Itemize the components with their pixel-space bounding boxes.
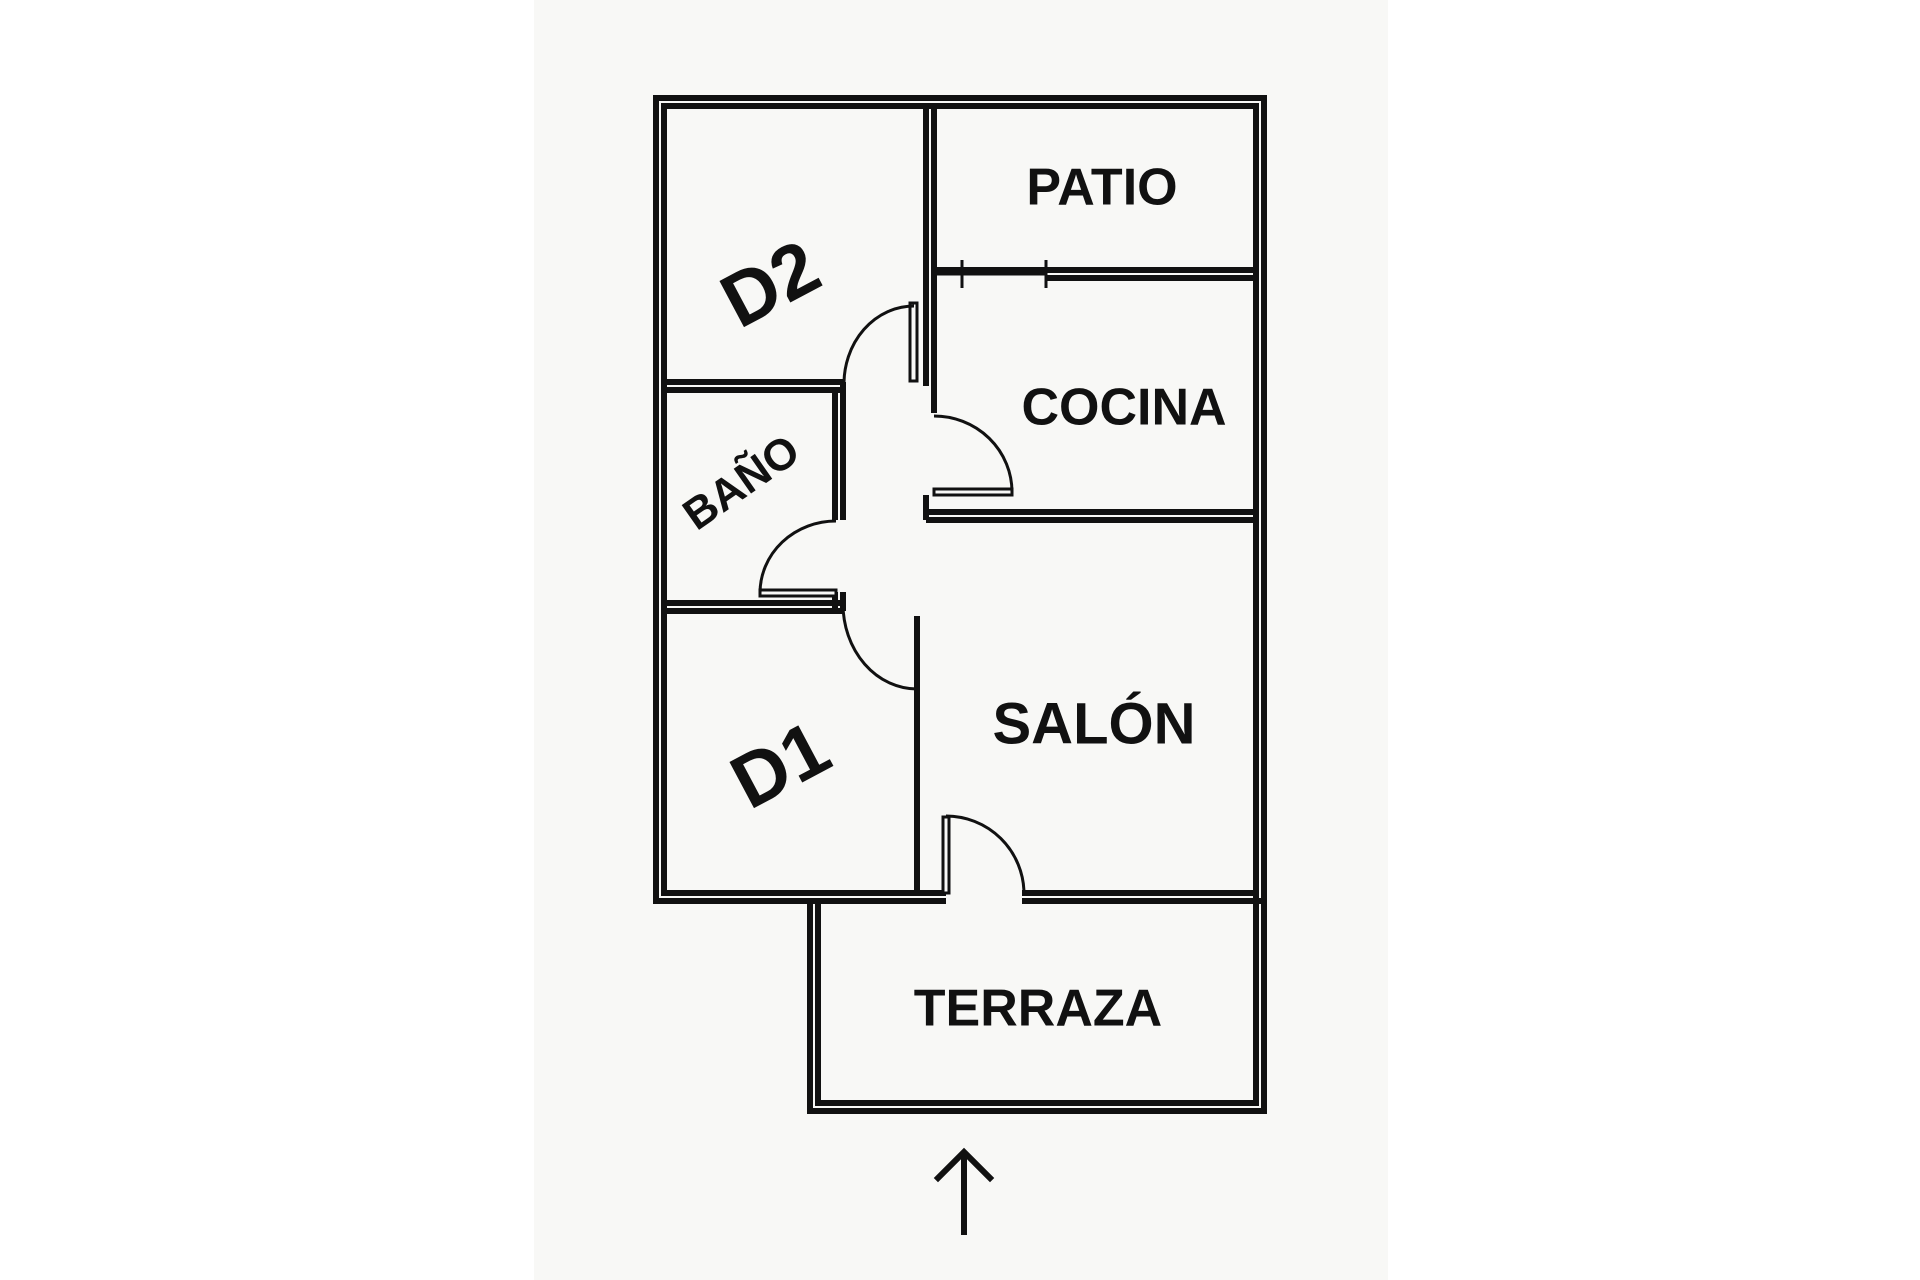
room-label-cocina: COCINA: [1021, 379, 1226, 437]
terrace-door-gap: [946, 888, 1022, 906]
room-label-terraza: TERRAZA: [914, 980, 1162, 1038]
sliding-door: [934, 260, 1048, 288]
door-d2-swing: [842, 304, 915, 387]
north-arrow-icon: [933, 1147, 995, 1235]
door-d1-swing: [841, 603, 918, 691]
terrace-walls: [807, 895, 1267, 1114]
interior-walls: [664, 106, 1256, 893]
door-d2: [842, 301, 919, 387]
door-d1: [841, 603, 918, 691]
door-d2-leaf: [908, 301, 919, 383]
doors: [758, 301, 1026, 895]
salon-terrace-wall: [656, 890, 1264, 904]
door-terraza-leaf: [941, 815, 951, 895]
door-bano: [758, 519, 838, 598]
north-arrow-head: [933, 1147, 995, 1183]
room-label-salon: SALÓN: [993, 691, 1196, 756]
door-terraza: [941, 814, 1026, 895]
door-terraza-swing: [945, 814, 1026, 894]
door-bano-swing: [758, 519, 837, 594]
door-bano-leaf: [758, 588, 838, 598]
room-label-patio: PATIO: [1026, 159, 1177, 217]
door-cocina-leaf: [932, 487, 1014, 497]
terrace-cutout: [652, 904, 804, 1104]
door-cocina-swing: [933, 414, 1014, 493]
door-cocina: [932, 414, 1014, 497]
